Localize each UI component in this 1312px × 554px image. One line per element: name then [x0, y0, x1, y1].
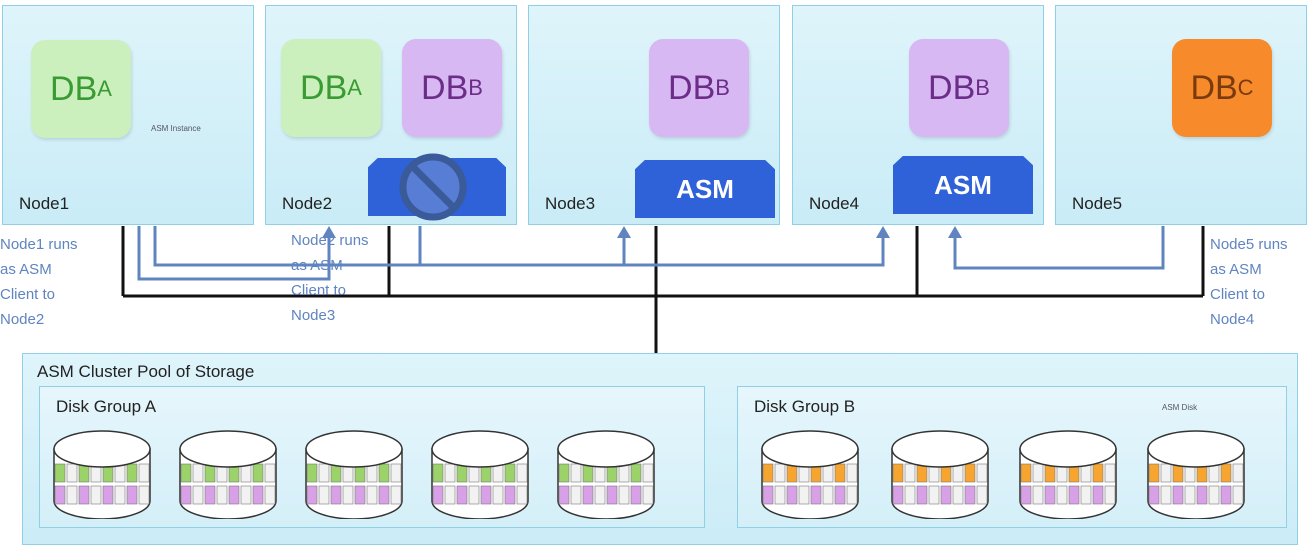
node5-to-node4-arrow	[953, 226, 1165, 270]
disk-group-title: Disk Group B	[754, 397, 856, 416]
asm-disk-icon	[1147, 430, 1245, 520]
prohibited-icon	[399, 153, 467, 221]
disk	[50, 427, 154, 524]
node-label: Node2	[282, 194, 333, 213]
asm-disk-icon	[305, 430, 403, 520]
node1-client-note: Node1 runs as ASM Client to Node2	[0, 236, 78, 328]
node2-to-node3-arrow	[418, 226, 626, 267]
disk	[758, 427, 862, 524]
asm-instance-caption: ASM Instance	[151, 124, 201, 133]
node-label: Node1	[19, 194, 70, 213]
disk	[1016, 427, 1120, 524]
node2-client-note: Node2 runs as ASM Client to Node3	[291, 232, 369, 324]
asm-disk-icon	[761, 430, 859, 520]
disk	[176, 427, 280, 524]
disk	[888, 427, 992, 524]
asm-disk-icon	[1019, 430, 1117, 520]
disk	[1144, 427, 1248, 524]
disk-group-title: Disk Group A	[56, 397, 157, 416]
asm-disk-icon	[891, 430, 989, 520]
asm-instance: ASM	[635, 160, 775, 218]
disk	[302, 427, 406, 524]
asm-disk-icon	[179, 430, 277, 520]
node5-client-note: Node5 runs as ASM Client to Node4	[1210, 236, 1288, 328]
asm-disk-caption: ASM Disk	[1162, 403, 1198, 412]
disk-group-b: Disk Group B ASM Disk	[737, 386, 1287, 528]
node-label: Node3	[545, 194, 596, 213]
asm-disk-icon	[431, 430, 529, 520]
disk	[428, 427, 532, 524]
asm-instance: ASM	[893, 156, 1033, 214]
node-label: Node5	[1072, 194, 1123, 213]
pool-title: ASM Cluster Pool of Storage	[37, 362, 255, 381]
node1-to-node4-arrow	[153, 226, 885, 267]
node-label: Node4	[809, 194, 860, 213]
node1-to-node2-arrow	[137, 226, 331, 281]
asm-storage-pool: ASM Cluster Pool of Storage Disk Group A…	[22, 353, 1298, 545]
disk-group-a: Disk Group A	[39, 386, 705, 528]
disk	[554, 427, 658, 524]
asm-disk-icon	[557, 430, 655, 520]
asm-disk-icon	[53, 430, 151, 520]
